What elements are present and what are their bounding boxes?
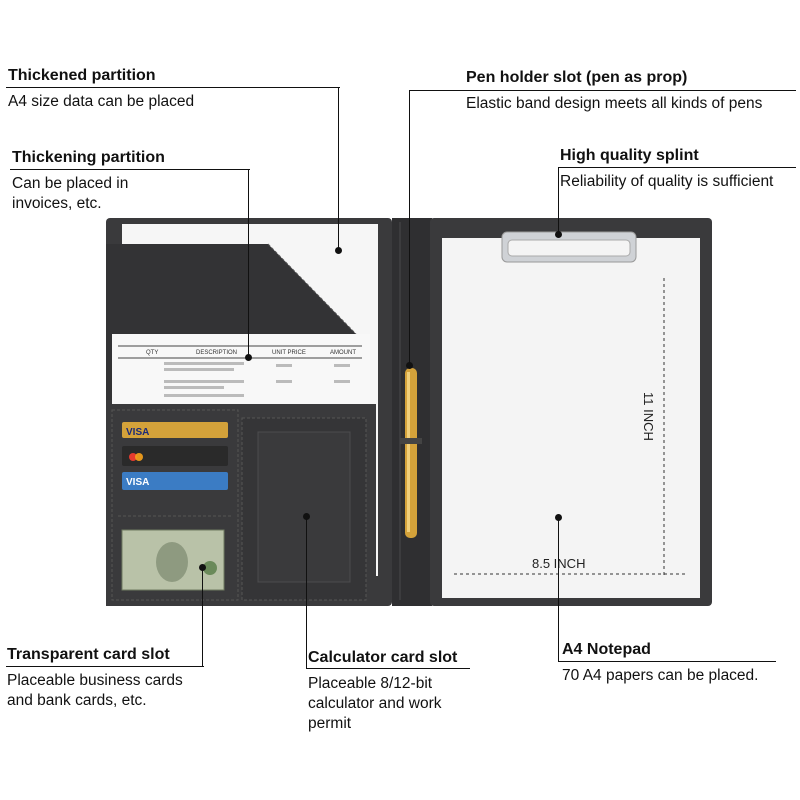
height-label: 11 INCH — [641, 392, 656, 441]
card-slot-desc-1: Placeable business cards — [7, 672, 183, 689]
credit-card-visa-gold — [122, 422, 228, 438]
pen-holder-desc: Elastic band design meets all kinds of p… — [466, 95, 763, 112]
thickening-partition-desc-2: invoices, etc. — [12, 195, 102, 212]
thickened-partition-title: Thickened partition — [8, 67, 156, 84]
card-brand-visa-1: VISA — [126, 427, 149, 438]
card-slot-desc-2: and bank cards, etc. — [7, 692, 147, 709]
a4-notepad-paper — [442, 238, 700, 598]
annotation-calculator-slot: Calculator card slot Placeable 8/12-bit … — [308, 648, 457, 734]
thickening-partition-title: Thickening partition — [12, 149, 165, 166]
notepad-title: A4 Notepad — [562, 641, 651, 658]
annotation-pen-holder: Pen holder slot (pen as prop) Elastic ba… — [466, 68, 762, 114]
calculator-slot-title: Calculator card slot — [308, 649, 458, 666]
thickened-partition-desc: A4 size data can be placed — [8, 93, 195, 110]
pen-holder-title: Pen holder slot (pen as prop) — [466, 69, 688, 86]
gold-pen — [405, 368, 417, 538]
calculator-slot-desc-2: calculator and work — [308, 695, 442, 712]
invoice-header-amount: AMOUNT — [330, 350, 356, 356]
annotation-thickening-partition: Thickening partition Can be placed in in… — [12, 148, 165, 214]
elastic-band — [400, 438, 422, 444]
annotation-splint: High quality splint Reliability of quali… — [560, 146, 773, 192]
calculator-slot-desc-3: permit — [308, 715, 352, 732]
thickening-partition-desc-1: Can be placed in — [12, 175, 129, 192]
credit-card-dark — [122, 446, 228, 466]
credit-card-visa-blue — [122, 472, 228, 490]
invoice-header-qty: QTY — [146, 350, 158, 356]
calculator-slot-desc-1: Placeable 8/12-bit — [308, 675, 433, 692]
card-slot-title: Transparent card slot — [7, 646, 170, 663]
annotation-card-slot: Transparent card slot Placeable business… — [7, 645, 183, 711]
annotation-thickened-partition: Thickened partition A4 size data can be … — [8, 66, 194, 112]
card-brand-visa-2: VISA — [126, 477, 149, 488]
invoice-header-unit-price: UNIT PRICE — [272, 350, 306, 356]
id-window — [257, 431, 351, 583]
notepad-desc: 70 A4 papers can be placed. — [562, 667, 759, 684]
splint-desc: Reliability of quality is sufficient — [560, 173, 774, 190]
annotation-notepad: A4 Notepad 70 A4 papers can be placed. — [562, 640, 758, 686]
invoice-header-description: DESCRIPTION — [196, 350, 237, 356]
splint-title: High quality splint — [560, 147, 699, 164]
invoice-paper: QTY DESCRIPTION UNIT PRICE AMOUNT — [112, 334, 370, 404]
